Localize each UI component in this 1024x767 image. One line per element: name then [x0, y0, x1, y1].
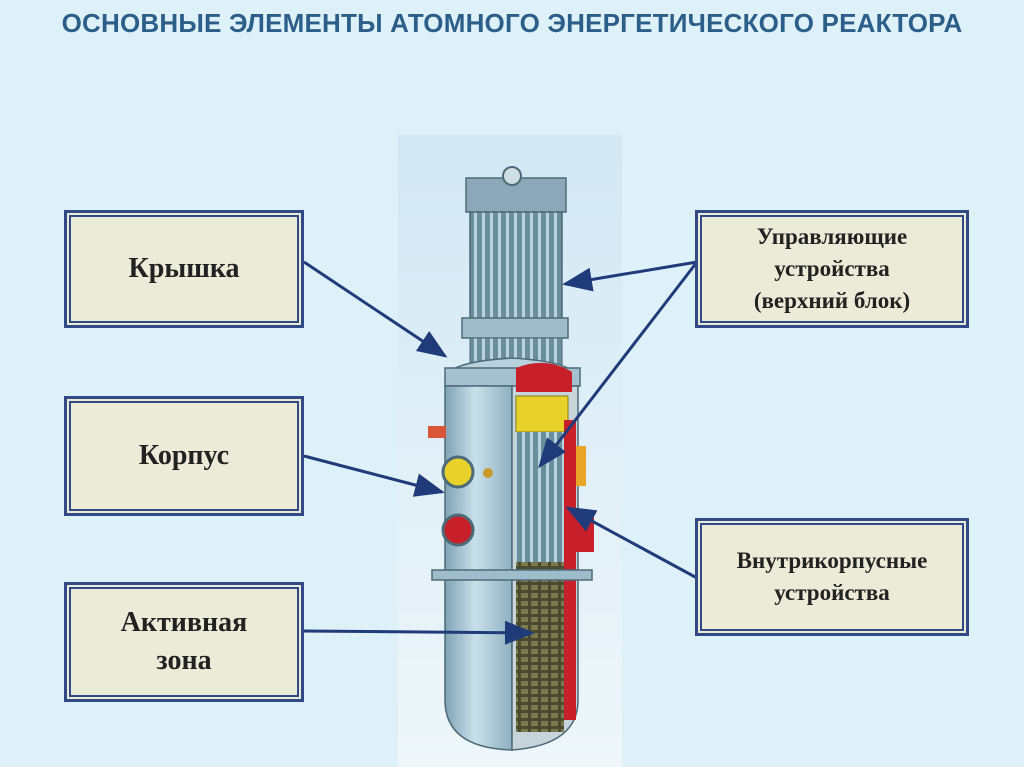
cutaway-dome-red — [516, 362, 572, 392]
label-core-text: Активная зона — [120, 607, 248, 676]
arrow-vessel — [303, 454, 445, 497]
cutaway-upper-block — [515, 395, 569, 433]
slide-title: ОСНОВНЫЕ ЭЛЕМЕНТЫ АТОМНОГО ЭНЕРГЕТИЧЕСКО… — [61, 8, 963, 38]
cutaway-outlet-nozzle — [576, 446, 586, 486]
arrow-cover — [303, 260, 448, 358]
label-vessel-internals-text: Внутрикорпусные устройства — [736, 548, 928, 605]
label-core: Активная зона — [64, 582, 304, 702]
nozzle-yellow — [441, 455, 475, 489]
label-control-devices-text: Управляющие устройства (верхний блок) — [753, 224, 911, 313]
cutaway-guide-tubes — [516, 432, 564, 562]
small-port — [483, 468, 493, 478]
lifting-eye — [502, 166, 522, 186]
arrow-control-upper — [562, 260, 698, 292]
arrow-core — [303, 620, 535, 645]
reactor-illustration — [428, 166, 594, 751]
control-drives — [469, 211, 563, 321]
label-vessel: Корпус — [64, 396, 304, 516]
label-vessel-text: Корпус — [138, 440, 230, 471]
arrow-internals — [565, 506, 698, 580]
vessel-body — [444, 385, 513, 751]
support-ring — [431, 569, 593, 581]
drive-flange — [461, 317, 569, 339]
label-vessel-internals: Внутрикорпусные устройства — [695, 518, 969, 636]
cutaway-core — [516, 562, 564, 732]
label-cover: Крышка — [64, 210, 304, 328]
label-control-devices: Управляющие устройства (верхний блок) — [695, 210, 969, 328]
nozzle-red — [441, 513, 475, 547]
arrow-control-lower — [538, 261, 699, 469]
label-cover-text: Крышка — [128, 253, 240, 284]
side-flange — [428, 426, 446, 438]
